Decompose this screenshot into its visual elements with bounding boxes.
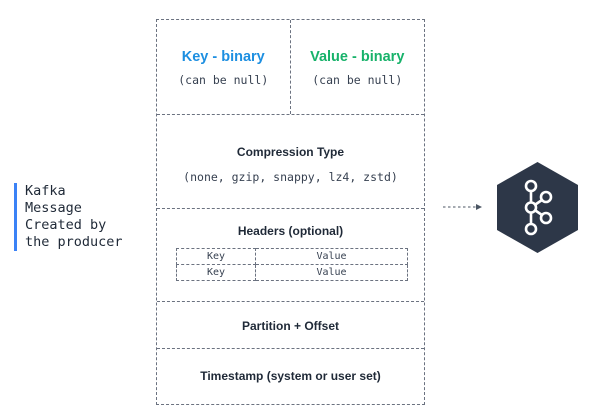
message-description: Kafka Message Created by the producer xyxy=(14,183,123,251)
description-line: Message xyxy=(25,200,82,216)
description-line: Created by xyxy=(25,217,107,233)
header-key: Key xyxy=(176,248,256,265)
headers-table: Key Value Key Value xyxy=(176,248,408,281)
header-row: Key Value xyxy=(176,264,408,281)
header-value: Value xyxy=(255,264,408,281)
timestamp-title: Timestamp (system or user set) xyxy=(200,369,381,383)
value-title: Value - binary xyxy=(310,49,405,65)
compression-options: (none, gzip, snappy, lz4, zstd) xyxy=(183,170,398,184)
dashed-arrow-icon xyxy=(443,204,482,210)
key-subtitle: (can be null) xyxy=(178,73,269,87)
key-value-section: Key - binary (can be null) Value - binar… xyxy=(157,20,424,115)
timestamp-section: Timestamp (system or user set) xyxy=(157,349,424,406)
compression-section: Compression Type (none, gzip, snappy, lz… xyxy=(157,115,424,209)
kafka-logo-icon xyxy=(497,162,578,253)
header-row: Key Value xyxy=(176,248,408,265)
value-cell: Value - binary (can be null) xyxy=(291,20,425,114)
key-title: Key - binary xyxy=(181,49,265,65)
header-key: Key xyxy=(176,264,256,281)
key-cell: Key - binary (can be null) xyxy=(157,20,291,114)
description-line: the producer xyxy=(25,234,123,250)
value-subtitle: (can be null) xyxy=(312,73,403,87)
headers-section: Headers (optional) Key Value Key Value xyxy=(157,209,424,302)
header-value: Value xyxy=(255,248,408,265)
partition-title: Partition + Offset xyxy=(241,319,339,333)
description-line: Kafka xyxy=(25,183,66,199)
partition-section: Partition + Offset xyxy=(157,302,424,349)
compression-title: Compression Type xyxy=(236,145,345,159)
kafka-message-box: Key - binary (can be null) Value - binar… xyxy=(156,19,425,405)
headers-title: Headers (optional) xyxy=(237,224,344,238)
